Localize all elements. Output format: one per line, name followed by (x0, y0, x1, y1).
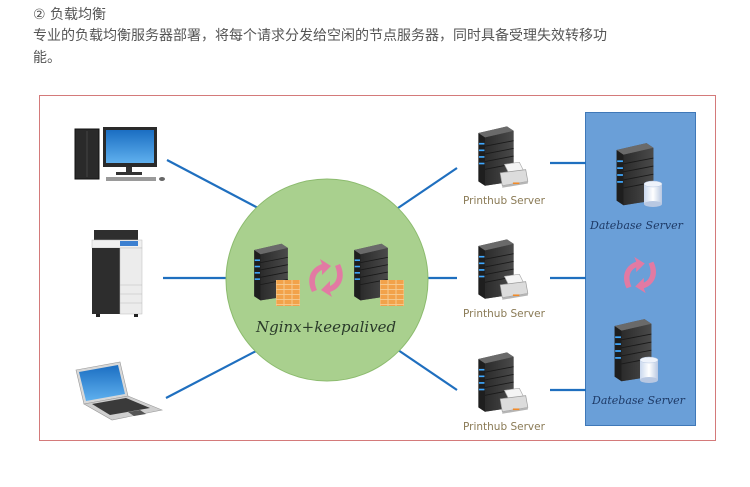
printhub-server-label: Printhub Server (463, 308, 546, 320)
firewall-icon (380, 280, 404, 306)
database-server-label: Datebase Server (589, 219, 684, 232)
database-cylinder-icon (639, 356, 659, 383)
link-laptop-lb (165, 349, 259, 399)
db-sync-arrows-icon (624, 256, 656, 294)
printhub-server-1: Printhub Server (463, 125, 546, 207)
printhub-server-2: Printhub Server (463, 238, 546, 320)
database-cylinder-icon (643, 180, 663, 207)
printhub-server-label: Printhub Server (463, 195, 546, 207)
lb-server-2 (353, 243, 404, 306)
link-lb-printhub-3 (397, 349, 458, 391)
connection-lines (163, 159, 586, 399)
lb-server-1 (253, 243, 300, 306)
link-lb-printhub-1 (397, 167, 458, 209)
section-description: 专业的负载均衡服务器部署，将每个请求分发给空闲的节点服务器，同时具备受理失效转移… (33, 28, 607, 66)
desktop-computer-icon (74, 127, 165, 181)
database-server-label: Datebase Server (591, 394, 686, 407)
multifunction-printer-icon (91, 230, 143, 317)
printhub-server-label: Printhub Server (463, 421, 546, 433)
firewall-icon (276, 280, 300, 306)
load-balancer-label: Nginx+keepalived (255, 318, 396, 336)
section-heading: ② 负载均衡 (33, 7, 107, 23)
database-server-2: Datebase Server (591, 318, 686, 407)
database-server-1: Datebase Server (589, 142, 684, 232)
printhub-server-3: Printhub Server (463, 351, 546, 433)
load-balancer-circle (225, 178, 429, 382)
laptop-icon (75, 361, 164, 421)
link-desktop-lb (166, 159, 259, 209)
